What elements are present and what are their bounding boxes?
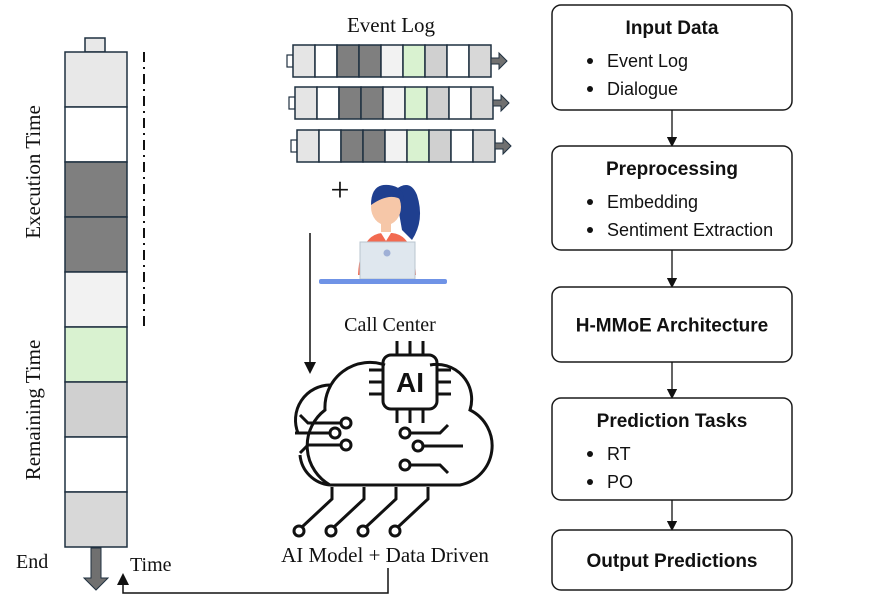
event-log-row: [290, 129, 512, 163]
event-cell: [424, 44, 448, 78]
ai-model-label: AI Model + Data Driven: [281, 543, 489, 567]
event-cell: [426, 86, 450, 120]
bullet-icon: [587, 58, 593, 64]
row-cap: [290, 139, 298, 153]
ai-cloud-icon: [292, 341, 494, 538]
event-cell: [340, 129, 364, 163]
event-cell: [358, 44, 382, 78]
event-cell: [406, 129, 430, 163]
timeline-segment: [64, 106, 128, 163]
event-cell: [380, 44, 404, 78]
timeline-segment: [64, 161, 128, 218]
bullet-icon: [587, 451, 593, 457]
event-cell: [384, 129, 408, 163]
event-cell: [296, 129, 320, 163]
end-arrow-icon: [82, 547, 110, 591]
execution-time-label: Execution Time: [21, 105, 45, 239]
row-arrow-icon: [492, 93, 510, 113]
event-log-title: Event Log: [347, 13, 436, 37]
event-cell: [448, 86, 472, 120]
step-item: Embedding: [607, 192, 698, 212]
timeline-cap: [84, 37, 106, 53]
row-arrow-icon: [494, 136, 512, 156]
step-title: Prediction Tasks: [597, 411, 748, 432]
step-title: Output Predictions: [587, 551, 758, 572]
timeline-segment: [64, 381, 128, 438]
step-title: Input Data: [626, 18, 719, 39]
ai-chip-label: AI: [396, 367, 424, 398]
call-center-label: Call Center: [344, 314, 436, 336]
event-cell: [450, 129, 474, 163]
timeline-segment: [64, 491, 128, 548]
feedback-arrow: [117, 568, 389, 594]
step-box: [551, 529, 793, 591]
call-center-agent-icon: [319, 184, 447, 284]
timeline-segment: [64, 216, 128, 273]
step-item: PO: [607, 472, 633, 492]
time-label: Time: [130, 554, 172, 576]
remaining-time-label: Remaining Time: [21, 340, 45, 481]
event-cell: [336, 44, 360, 78]
timeline-segment: [64, 271, 128, 328]
timeline-segment: [64, 436, 128, 493]
event-cell: [362, 129, 386, 163]
bullet-icon: [587, 199, 593, 205]
event-cell: [468, 44, 492, 78]
end-label: End: [16, 551, 48, 573]
timeline-segment: [64, 326, 128, 383]
event-cell: [314, 44, 338, 78]
step-item: Event Log: [607, 51, 688, 71]
event-cell: [472, 129, 496, 163]
timeline-segment: [64, 51, 128, 108]
event-cell: [318, 129, 342, 163]
step-title: H-MMoE Architecture: [576, 316, 768, 337]
event-log-row: [286, 44, 508, 78]
event-cell: [338, 86, 362, 120]
event-cell: [382, 86, 406, 120]
step-title: Preprocessing: [606, 159, 738, 180]
bullet-icon: [587, 479, 593, 485]
step-item: RT: [607, 444, 631, 464]
step-item: Dialogue: [607, 79, 678, 99]
plus-sign: +: [330, 172, 349, 209]
event-cell: [316, 86, 340, 120]
row-cap: [286, 54, 294, 68]
row-arrow-icon: [490, 51, 508, 71]
step-item: Sentiment Extraction: [607, 220, 773, 240]
event-cell: [428, 129, 452, 163]
event-log-sequences: [286, 44, 512, 163]
event-cell: [294, 86, 318, 120]
timeline-bar: [64, 37, 145, 591]
row-cap: [288, 96, 296, 110]
event-cell: [470, 86, 494, 120]
event-cell: [402, 44, 426, 78]
event-cell: [446, 44, 470, 78]
event-cell: [360, 86, 384, 120]
event-cell: [292, 44, 316, 78]
event-log-row: [288, 86, 510, 120]
pipeline-step: Output Predictions: [551, 529, 793, 591]
bullet-icon: [587, 227, 593, 233]
pipeline-step: H-MMoE Architecture: [551, 286, 793, 363]
bullet-icon: [587, 86, 593, 92]
event-cell: [404, 86, 428, 120]
